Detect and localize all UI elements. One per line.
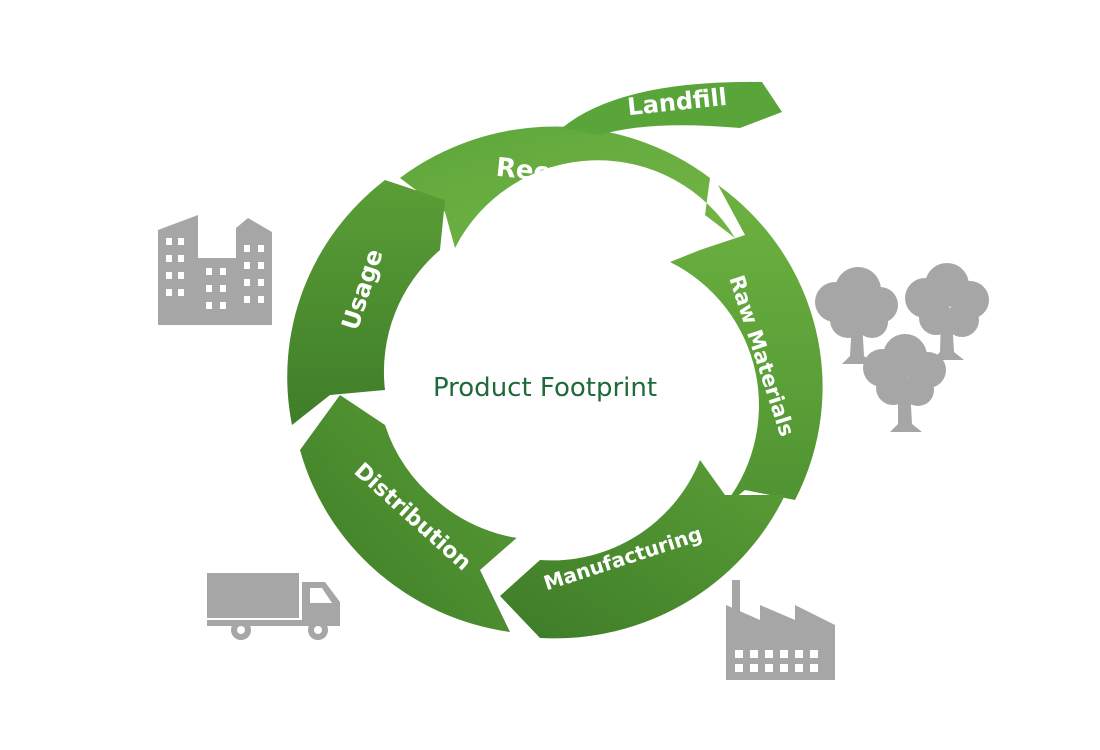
manufacturing-segment xyxy=(500,460,785,639)
truck-icon xyxy=(207,573,340,640)
trees-icon xyxy=(815,263,989,432)
landfill-arrow xyxy=(562,81,782,135)
factory-icon xyxy=(726,580,835,680)
distribution-segment xyxy=(300,395,520,632)
recycling-segment xyxy=(400,126,735,248)
raw-materials-segment xyxy=(670,185,823,510)
cycle-ring xyxy=(287,126,823,639)
usage-segment xyxy=(287,180,445,425)
center-title: Product Footprint xyxy=(433,373,657,403)
buildings-icon xyxy=(158,215,272,325)
